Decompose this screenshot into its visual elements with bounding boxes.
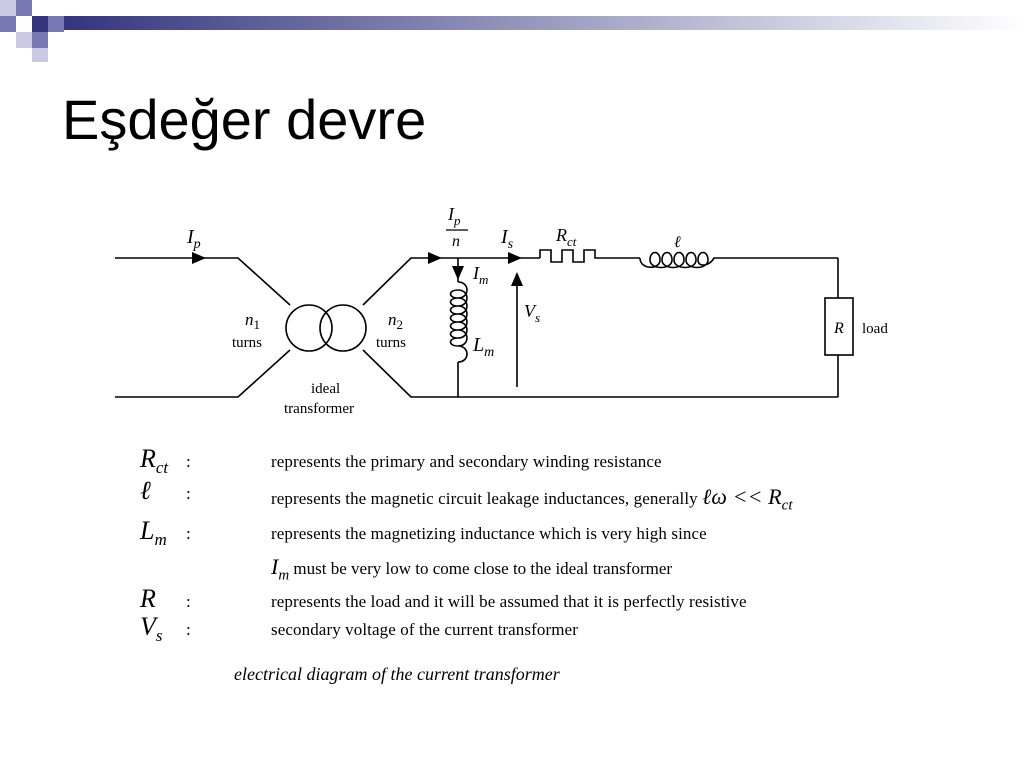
label-leakage: ℓ (674, 234, 681, 251)
label-n1-turns: turns (232, 335, 262, 351)
ipn-arrow (428, 252, 442, 264)
label-ip: Ip (186, 226, 201, 252)
rct-resistor (539, 249, 640, 263)
is-arrow (508, 252, 522, 264)
transformer-core-right (319, 304, 367, 352)
deco-square (16, 0, 32, 16)
label-im: Im (472, 263, 488, 287)
deco-square (32, 16, 48, 32)
label-ipn-numerator: Ip (447, 204, 461, 228)
legend-description-line2: Im must be very low to come close to the… (271, 554, 673, 584)
legend-symbol: Vs (140, 612, 163, 646)
legend-colon: : (186, 592, 191, 611)
vs-arrowhead (511, 272, 523, 286)
label-ideal: ideal (311, 381, 340, 397)
deco-square (16, 16, 32, 32)
load-resistor (824, 297, 854, 356)
deco-square (16, 32, 32, 48)
secondary-wire-top-left (362, 257, 540, 306)
figure-caption: electrical diagram of the current transf… (234, 664, 560, 684)
secondary-wire-bottom (362, 349, 838, 398)
label-r: R (833, 320, 844, 337)
deco-square (48, 16, 64, 32)
deco-square (0, 0, 16, 16)
deco-square (32, 32, 48, 48)
header-decoration (0, 0, 1024, 62)
legend-colon: : (186, 524, 191, 543)
label-ipn-denominator: n (452, 233, 460, 250)
deco-square (0, 16, 16, 32)
label-transformer: transformer (284, 401, 354, 417)
im-arrow (452, 266, 464, 280)
legend-description: represents the load and it will be assum… (271, 592, 747, 611)
label-vs: Vs (524, 301, 540, 325)
equivalent-circuit-diagram: Ip Ip n Is Rct ℓ Im Vs Lm n1 turns n2 tu… (115, 204, 888, 417)
label-n1: n1 (245, 310, 260, 332)
magnetizing-inductor (449, 281, 468, 363)
label-n2-turns: turns (376, 335, 406, 351)
deco-square (32, 48, 48, 62)
slide-title: Eşdeğer devre (62, 88, 427, 151)
primary-wire-bottom (115, 349, 291, 398)
legend-inline-expression: ℓω << Rct (702, 484, 793, 514)
legend-colon: : (186, 452, 191, 471)
legend-description: represents the primary and secondary win… (271, 452, 662, 471)
legend-colon: : (186, 620, 191, 639)
leakage-inductor (639, 251, 838, 269)
legend-description: secondary voltage of the current transfo… (271, 620, 578, 639)
transformer-core-left (285, 304, 333, 352)
label-load: load (862, 321, 888, 337)
primary-wire-top (115, 257, 291, 306)
ip-arrow (192, 252, 206, 264)
deco-square (32, 0, 48, 16)
legend-symbol: ℓ (140, 476, 151, 505)
legend-symbol: R (140, 584, 156, 613)
label-n2: n2 (388, 310, 403, 332)
label-rct: Rct (555, 225, 577, 249)
label-lm: Lm (472, 334, 494, 360)
legend-symbol: Rct (140, 444, 169, 478)
legend-symbol: Lm (140, 516, 167, 550)
legend-description: represents the magnetic circuit leakage … (271, 484, 793, 514)
header-gradient-bar (60, 16, 1024, 30)
label-is: Is (500, 226, 514, 252)
legend-colon: : (186, 484, 191, 503)
legend-description: represents the magnetizing inductance wh… (271, 524, 707, 543)
